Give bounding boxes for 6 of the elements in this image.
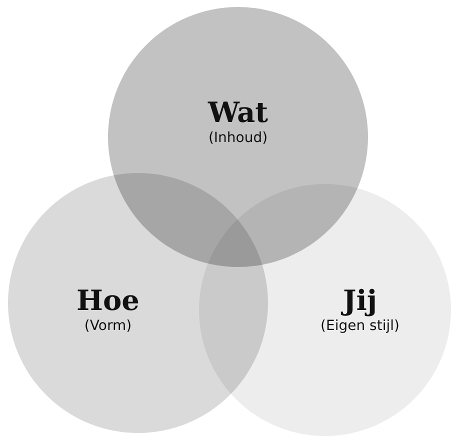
circle-heading: Jij xyxy=(342,285,377,317)
circle-subtitle: (Eigen stijl) xyxy=(320,317,400,335)
circle-subtitle: (Vorm) xyxy=(84,317,132,335)
circle-subtitle: (Inhoud) xyxy=(208,129,268,147)
circle-heading: Wat xyxy=(208,97,268,129)
circle-heading: Hoe xyxy=(76,285,140,317)
